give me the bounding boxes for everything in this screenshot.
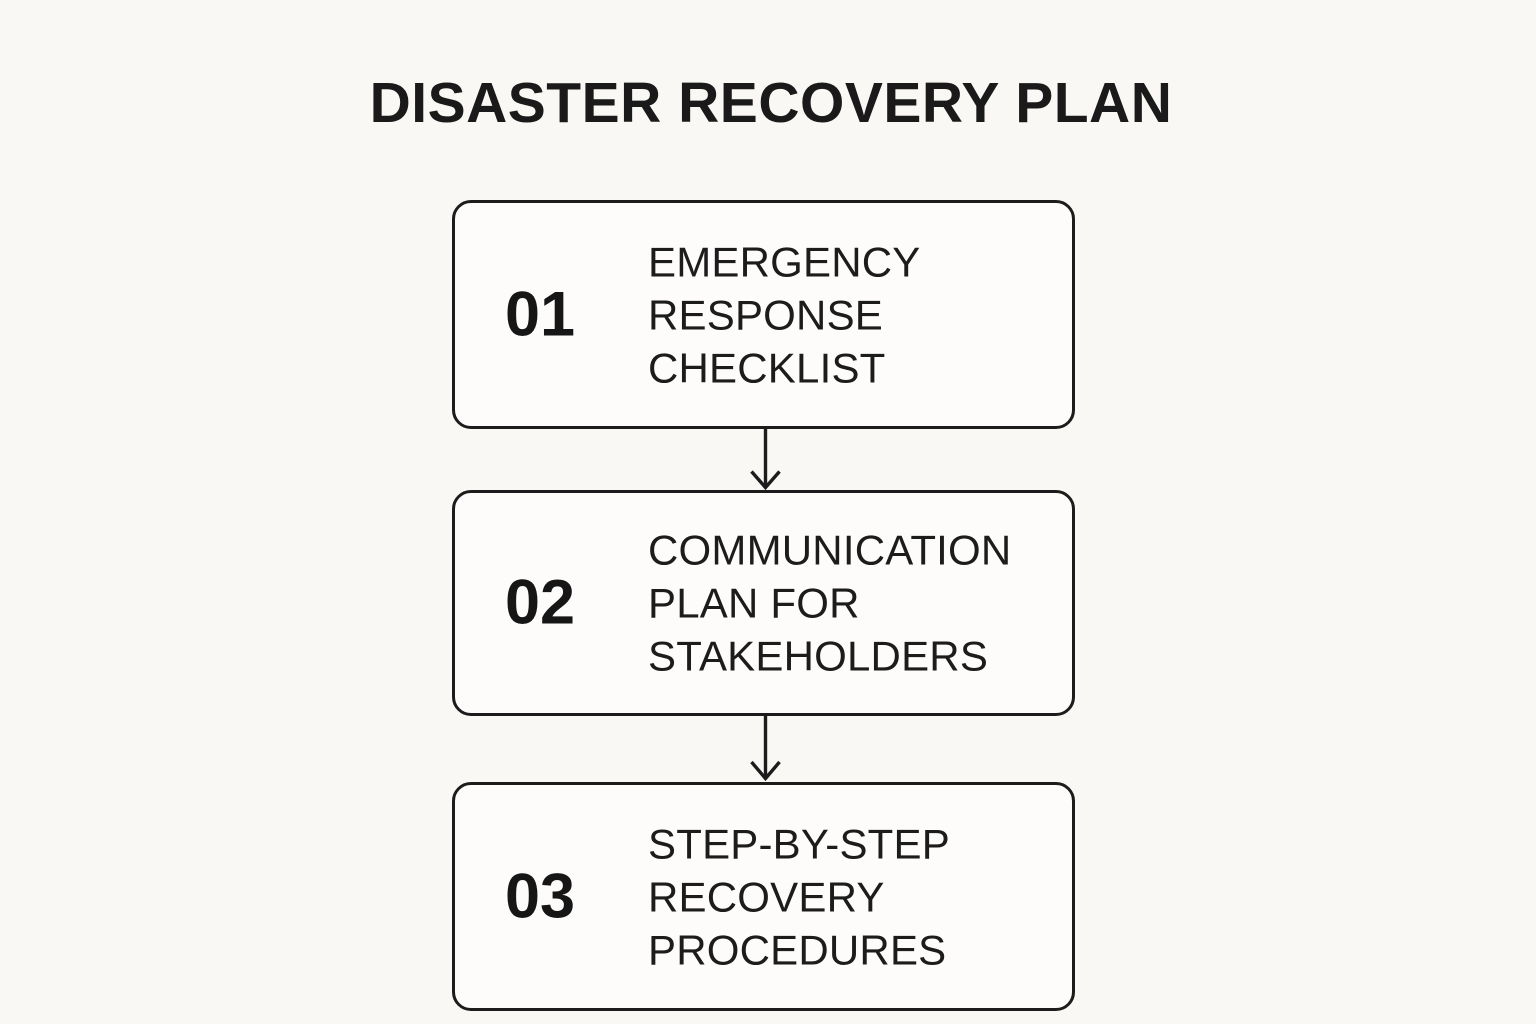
- step-number-02: 02: [505, 567, 576, 638]
- step-label-line: STAKEHOLDERS: [648, 632, 989, 680]
- step-label-line: PLAN FOR: [648, 579, 860, 627]
- step-label-line: CHECKLIST: [648, 344, 886, 391]
- step-label-line: EMERGENCY: [648, 238, 921, 285]
- step-label-line: COMMUNICATION: [648, 526, 1012, 574]
- step-label-03: STEP-BY-STEP RECOVERY PROCEDURES: [648, 817, 1050, 976]
- step-label-line: PROCEDURES: [648, 926, 947, 973]
- page-title: DISASTER RECOVERY PLAN: [369, 71, 1173, 135]
- arrow-down-icon: [750, 713, 781, 782]
- arrow-down-icon: [750, 426, 781, 491]
- step-label-01: EMERGENCY RESPONSE CHECKLIST: [648, 235, 1050, 394]
- step-label-02: COMMUNICATION PLAN FOR STAKEHOLDERS: [648, 524, 1050, 683]
- connector-arrow-01-to-02: [737, 426, 794, 492]
- step-label-line: RECOVERY: [648, 873, 885, 920]
- step-box-02[interactable]: 02 COMMUNICATION PLAN FOR STAKEHOLDERS: [452, 490, 1075, 716]
- step-label-line: STEP-BY-STEP: [648, 820, 950, 867]
- step-box-01[interactable]: 01 EMERGENCY RESPONSE CHECKLIST: [452, 200, 1075, 429]
- connector-arrow-02-to-03: [737, 713, 794, 784]
- step-label-line: RESPONSE: [648, 291, 883, 338]
- step-number-03: 03: [505, 861, 576, 931]
- step-number-01: 01: [505, 279, 576, 349]
- step-box-03[interactable]: 03 STEP-BY-STEP RECOVERY PROCEDURES: [452, 782, 1075, 1011]
